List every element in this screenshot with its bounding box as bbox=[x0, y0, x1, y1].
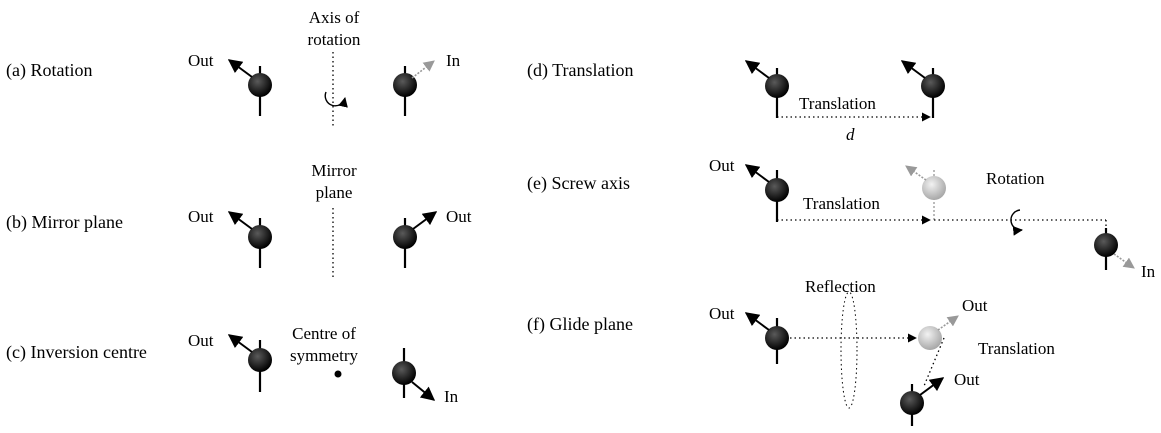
molecule-f-ghost bbox=[918, 315, 959, 350]
label-out-a: Out bbox=[188, 51, 214, 70]
centre-label-line2: symmetry bbox=[290, 346, 358, 365]
molecule-e-start bbox=[744, 164, 789, 222]
label-in-a: In bbox=[446, 51, 461, 70]
label-out-f-left: Out bbox=[709, 304, 735, 323]
translation-label-e: Translation bbox=[803, 194, 880, 213]
panel-label-glide-plane: (f) Glide plane bbox=[527, 314, 633, 335]
translation-label-f: Translation bbox=[978, 339, 1055, 358]
label-out-f-bottom: Out bbox=[954, 370, 980, 389]
axis-label-line2: rotation bbox=[308, 30, 361, 49]
molecule-e-end bbox=[1094, 228, 1135, 270]
label-out-f-top: Out bbox=[962, 296, 988, 315]
panel-label-screw-axis: (e) Screw axis bbox=[527, 173, 630, 194]
panel-label-inversion-centre: (c) Inversion centre bbox=[6, 342, 147, 363]
molecule-a-right bbox=[393, 60, 435, 116]
molecule-f-start bbox=[744, 312, 789, 364]
panel-label-translation: (d) Translation bbox=[527, 60, 634, 81]
label-out-b-right: Out bbox=[446, 207, 472, 226]
translation-label-d: Translation bbox=[799, 94, 876, 113]
glide-mirror-plane bbox=[840, 291, 858, 409]
molecule-c-left bbox=[227, 334, 272, 392]
centre-label-line1: Centre of bbox=[292, 324, 356, 343]
axis-label-line1: Axis of bbox=[309, 8, 360, 27]
molecule-e-ghost bbox=[905, 165, 946, 220]
molecule-a-left bbox=[227, 59, 272, 116]
reflection-label: Reflection bbox=[805, 277, 876, 296]
centre-of-symmetry-dot bbox=[334, 370, 342, 378]
molecule-c-right bbox=[392, 348, 436, 401]
mirror-label-line2: plane bbox=[316, 183, 353, 202]
label-in-e: In bbox=[1141, 262, 1156, 281]
panel-label-mirror-plane: (b) Mirror plane bbox=[6, 212, 123, 233]
label-out-c: Out bbox=[188, 331, 214, 350]
label-in-c: In bbox=[444, 387, 459, 406]
molecule-b-right bbox=[393, 211, 438, 268]
molecule-d-right bbox=[900, 60, 945, 118]
molecule-d-left bbox=[744, 60, 789, 118]
mirror-label-line1: Mirror bbox=[311, 161, 357, 180]
screw-rotation-arrow-icon bbox=[1010, 209, 1023, 236]
distance-label: d bbox=[846, 125, 855, 144]
molecule-b-left bbox=[227, 211, 272, 268]
rotation-arrow-icon bbox=[324, 91, 348, 108]
panel-label-rotation: (a) Rotation bbox=[6, 60, 92, 81]
label-out-b-left: Out bbox=[188, 207, 214, 226]
rotation-label-e: Rotation bbox=[986, 169, 1045, 188]
molecule-f-end bbox=[900, 377, 945, 426]
label-out-e: Out bbox=[709, 156, 735, 175]
